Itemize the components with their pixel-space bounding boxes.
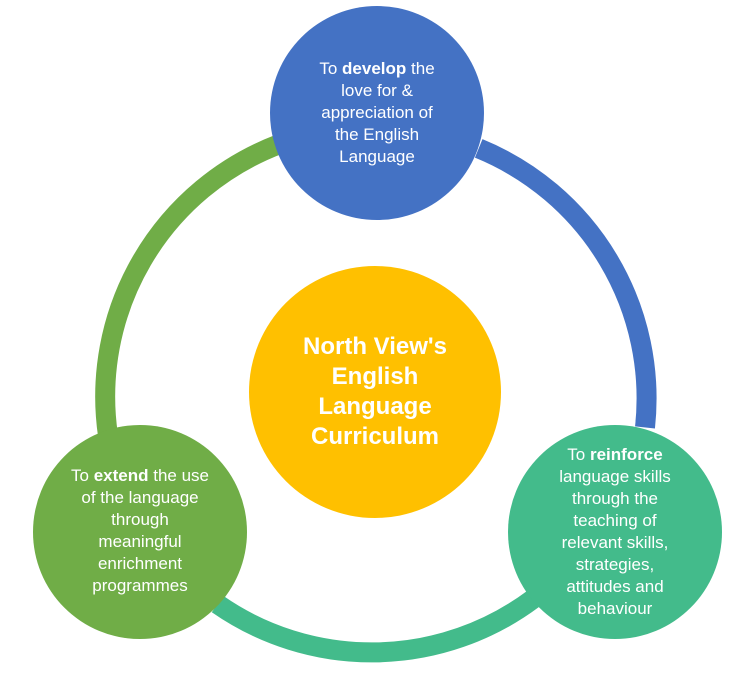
left-node-keyword: extend (93, 466, 149, 485)
left-node-first-line: To extend the use (71, 465, 209, 487)
left-node-prefix: To (71, 466, 89, 485)
right-node-line: through the (571, 489, 658, 508)
left-node-line: programmes (92, 576, 188, 595)
left-node-suffix: the use (153, 466, 209, 485)
arc-right-to-left (211, 590, 539, 663)
center-title-line: Curriculum (310, 423, 439, 450)
right-node-line: behaviour (577, 599, 653, 618)
top-node-text: To develop the love for & appreciation o… (277, 58, 477, 168)
left-node-line: through (111, 510, 169, 529)
right-circle (508, 425, 722, 639)
top-node-line: appreciation of (321, 103, 433, 122)
top-node-line: Language (339, 147, 415, 166)
center-title-line: English (331, 363, 419, 390)
top-node-suffix: the (411, 59, 435, 78)
right-node-line: attitudes and (566, 577, 664, 596)
right-node-line: strategies, (575, 555, 655, 574)
arc-left-to-top (95, 135, 282, 437)
left-node-line: enrichment (97, 554, 183, 573)
arc-top-to-right (474, 139, 657, 429)
right-node-prefix: To (567, 445, 586, 464)
top-node-line: love for & (341, 81, 413, 100)
top-node-line: the English (334, 125, 420, 144)
top-node-keyword: develop (342, 59, 407, 78)
left-node-text: To extend the use of the language throug… (40, 464, 240, 598)
left-node-line: meaningful (98, 532, 182, 551)
right-node-line: teaching of (573, 511, 657, 530)
center-circle (249, 266, 501, 518)
top-circle (270, 6, 484, 220)
top-node-first-line: To develop the (319, 58, 434, 80)
top-node-prefix: To (319, 59, 338, 78)
right-node-line: relevant skills, (561, 533, 669, 552)
left-circle (33, 425, 247, 639)
center-title-line: North View's (303, 333, 447, 360)
right-node-first-line: To reinforce (567, 444, 662, 466)
right-node-keyword: reinforce (589, 445, 663, 464)
left-node-line: of the language (81, 488, 199, 507)
right-node-text: To reinforce language skills through the… (515, 442, 715, 622)
center-title-line: Language (318, 393, 432, 420)
center-title: North View's English Language Curriculum (265, 331, 485, 453)
right-node-line: language skills (559, 467, 671, 486)
